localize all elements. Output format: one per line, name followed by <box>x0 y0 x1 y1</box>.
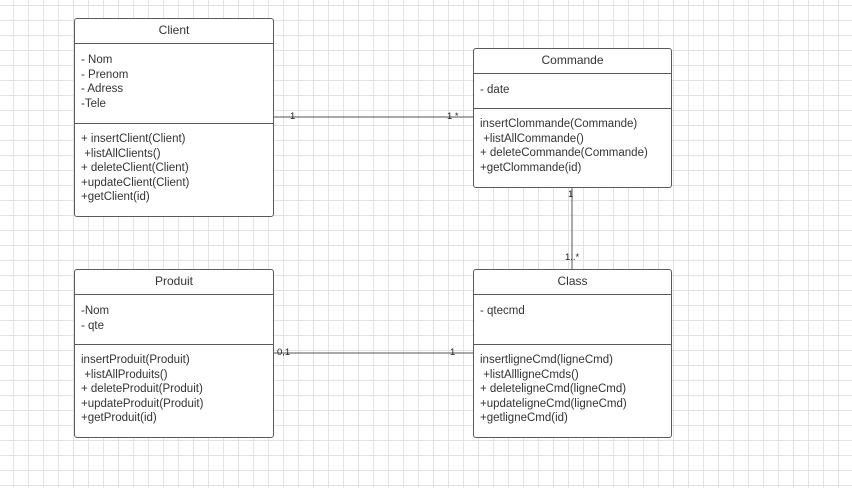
attribute: - Nom <box>81 54 113 66</box>
attribute: - Adress <box>81 83 124 96</box>
operation: +listAllligneCmds() <box>480 368 579 381</box>
attribute: - Prenom <box>81 68 129 81</box>
attribute: - date <box>480 84 510 96</box>
operation: + deleteClient(Client) <box>81 162 189 175</box>
operation: +updateClient(Client) <box>81 176 190 189</box>
operation: + deleteProduit(Produit) <box>81 383 203 396</box>
attribute: - qtecmd <box>480 305 525 317</box>
class-produit-title: Produit <box>75 270 273 295</box>
operation: + deleteligneCmd(ligneCmd) <box>480 383 627 396</box>
multiplicity-commande-bottom: 1 <box>568 189 574 200</box>
class-client-operations: + insertClient(Client) +listAllClients()… <box>75 124 273 205</box>
class-class-attributes: - qtecmd <box>474 295 671 345</box>
class-class-operations: insertligneCmd(ligneCmd) +listAllligneCm… <box>474 345 671 426</box>
class-produit-operations: insertProduit(Produit) +listAllProduits(… <box>75 345 273 426</box>
class-client-attributes: - Nom - Prenom - Adress -Tele <box>75 44 273 124</box>
class-class-title: Class <box>474 270 671 295</box>
operation: insertClommande(Commande) <box>480 118 638 130</box>
operation: +getligneCmd(id) <box>480 412 568 425</box>
class-client[interactable]: Client - Nom - Prenom - Adress -Tele + i… <box>74 18 274 217</box>
operation: + insertClient(Client) <box>81 133 186 145</box>
operation: +updateProduit(Produit) <box>81 397 204 410</box>
operation: +getProduit(id) <box>81 412 157 425</box>
attribute: - qte <box>81 319 105 332</box>
attribute: -Tele <box>81 97 106 110</box>
class-client-title: Client <box>75 19 273 44</box>
class-class[interactable]: Class - qtecmd insertligneCmd(ligneCmd) … <box>473 269 672 438</box>
multiplicity-commande-side: 1 * <box>447 111 459 122</box>
multiplicity-class-side: 1 <box>450 347 456 358</box>
class-produit[interactable]: Produit -Nom - qte insertProduit(Produit… <box>74 269 274 438</box>
operation: + deleteCommande(Commande) <box>480 147 648 160</box>
class-produit-attributes: -Nom - qte <box>75 295 273 345</box>
class-commande[interactable]: Commande - date insertClommande(Commande… <box>473 48 672 188</box>
class-commande-attributes: - date <box>474 74 671 109</box>
multiplicity-client-side: 1 <box>290 111 296 122</box>
operation: +updateligneCmd(ligneCmd) <box>480 397 627 410</box>
multiplicity-produit-side: 0,1 <box>277 347 291 358</box>
multiplicity-class-top: 1..* <box>565 252 580 263</box>
class-commande-operations: insertClommande(Commande) +listAllComman… <box>474 109 671 175</box>
operation: insertProduit(Produit) <box>81 354 190 366</box>
operation: insertligneCmd(ligneCmd) <box>480 354 613 366</box>
operation: +listAllCommande() <box>480 132 584 145</box>
operation: +getClient(id) <box>81 191 150 204</box>
class-commande-title: Commande <box>474 49 671 74</box>
attribute: -Nom <box>81 305 110 317</box>
operation: +listAllClients() <box>81 147 161 160</box>
operation: +listAllProduits() <box>81 368 168 381</box>
operation: +getClommande(id) <box>480 161 582 174</box>
